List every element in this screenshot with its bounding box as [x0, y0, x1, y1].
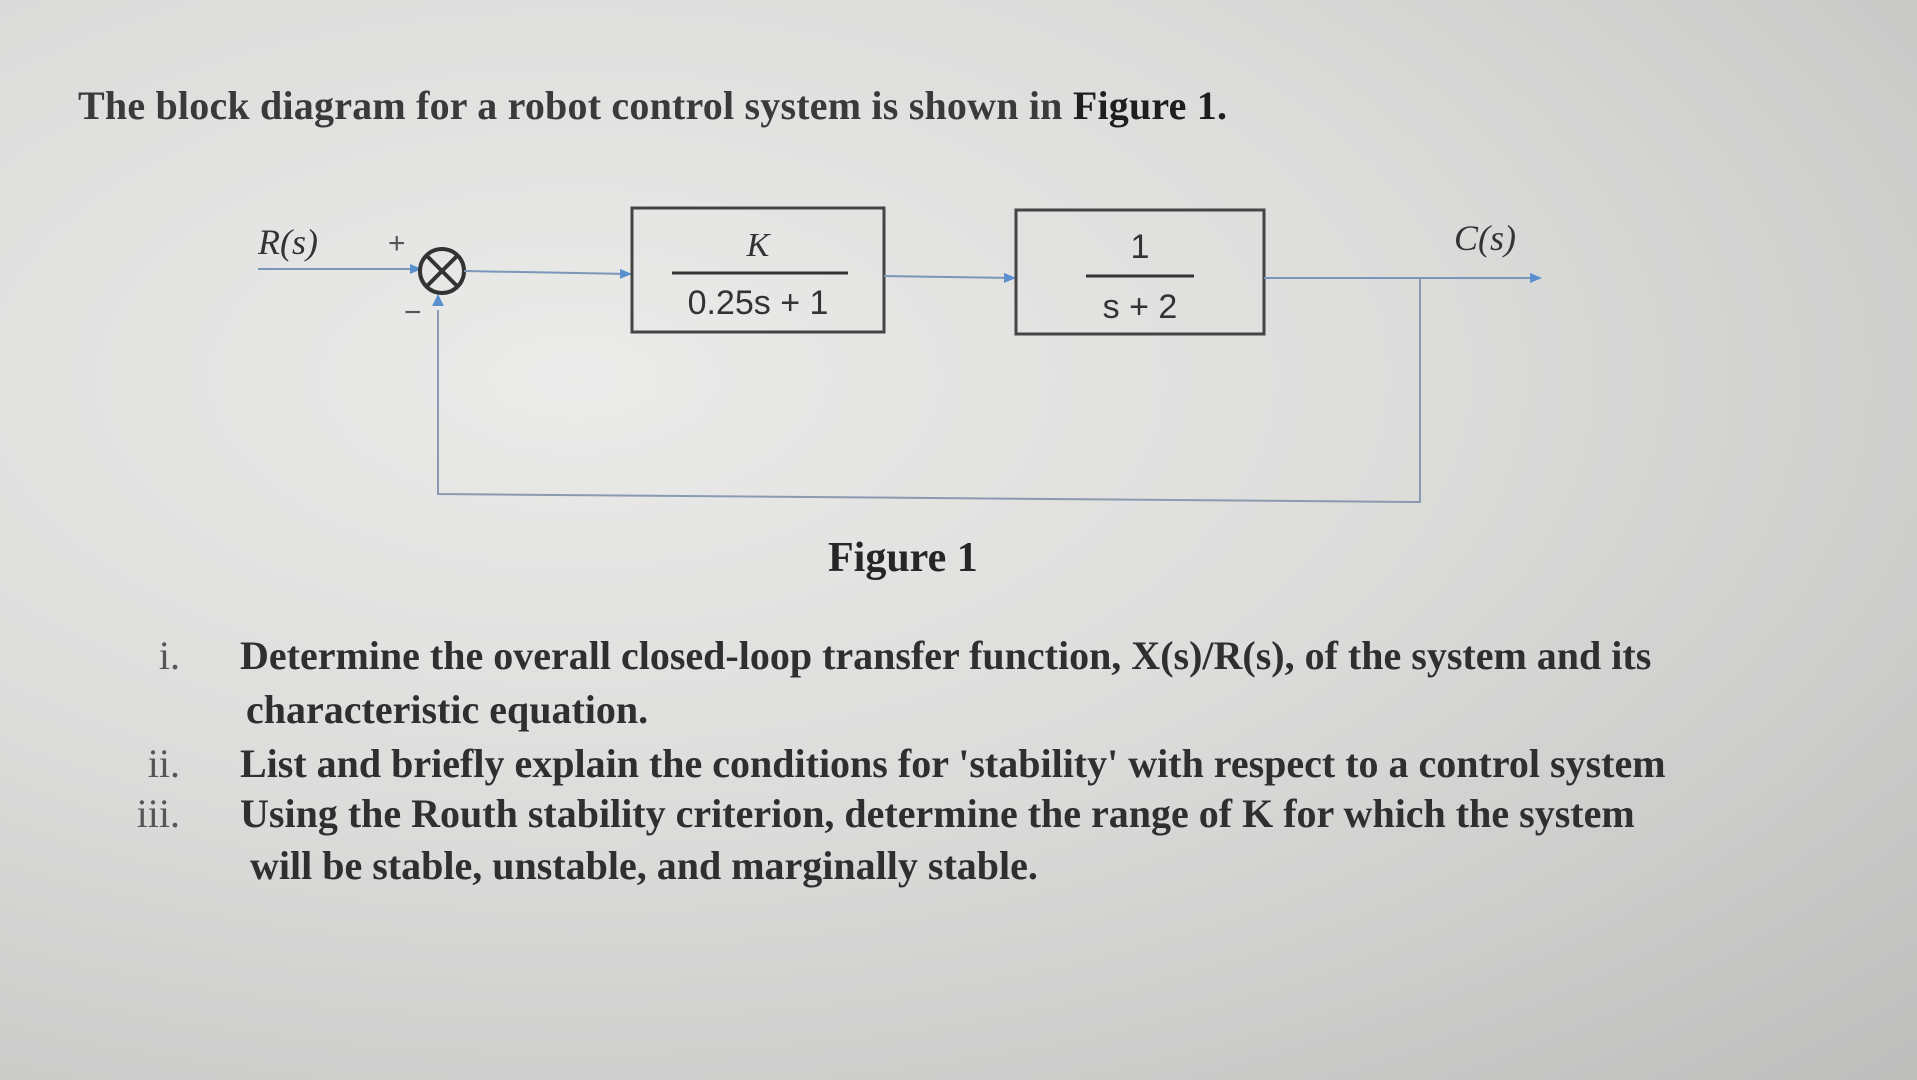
- plant-block: 1 s + 2: [1014, 208, 1266, 336]
- intro-sentence: The block diagram for a robot control sy…: [78, 82, 1227, 129]
- intermediate-arrow: [883, 272, 1016, 283]
- controller-denominator: 0.25s + 1: [688, 284, 829, 322]
- question-1-line-2: characteristic equation.: [246, 687, 649, 732]
- controller-numerator: K: [746, 227, 772, 264]
- question-3-number: iii.: [136, 791, 180, 836]
- question-1-number: i.: [158, 633, 180, 678]
- input-label: R(s): [257, 222, 318, 262]
- error-signal-arrow: [463, 268, 632, 279]
- intro-text: The block diagram for a robot control sy…: [78, 83, 1073, 128]
- question-2-number: ii.: [147, 741, 180, 786]
- controller-block: K 0.25s + 1: [630, 206, 886, 334]
- plus-sign: +: [388, 227, 406, 260]
- question-3-line-1: Using the Routh stability criterion, det…: [240, 791, 1635, 836]
- question-2-line-1: List and briefly explain the conditions …: [240, 741, 1666, 786]
- plant-denominator: s + 2: [1103, 288, 1178, 326]
- question-1-line-1: Determine the overall closed-loop transf…: [240, 633, 1652, 678]
- question-3-line-2: will be stable, unstable, and marginally…: [250, 843, 1038, 888]
- minus-sign: −: [404, 296, 422, 329]
- plant-numerator: 1: [1131, 228, 1150, 266]
- figure-reference: Figure 1.: [1072, 83, 1228, 128]
- feedback-path: [437, 278, 1421, 504]
- output-label: C(s): [1454, 218, 1516, 258]
- summing-junction: [418, 247, 466, 295]
- figure-caption: Figure 1: [828, 535, 978, 581]
- feedback-arrowhead: [432, 294, 444, 306]
